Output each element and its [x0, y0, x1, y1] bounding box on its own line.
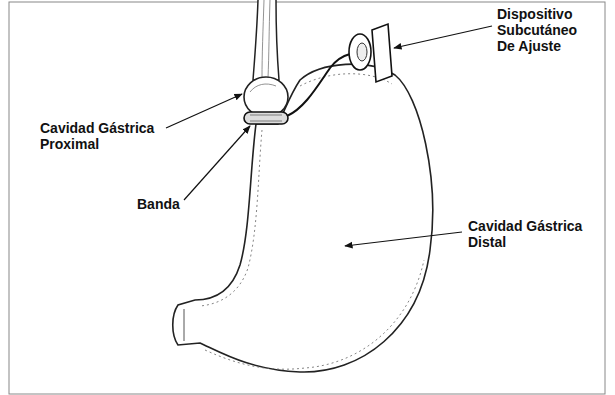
proximal-pouch	[244, 77, 288, 117]
part-label: Cavidad Gástrica Distal	[468, 218, 598, 250]
esophagus-shading	[262, 0, 270, 78]
part-label: Dispositivo Subcutáneo De Ajuste	[497, 6, 597, 54]
leader-line	[345, 232, 462, 246]
greater-curvature-shading	[205, 260, 424, 369]
esophagus	[253, 0, 279, 80]
port-reservoir	[349, 34, 371, 70]
leader-line	[184, 126, 250, 200]
leader-line	[166, 94, 242, 128]
pouch-shading	[250, 84, 276, 92]
part-label: Banda	[137, 196, 197, 212]
leader-line	[394, 26, 492, 48]
gastric-band	[244, 112, 288, 124]
port-base-plate	[372, 24, 392, 82]
frame	[9, 2, 605, 394]
band-shading	[250, 115, 282, 121]
lesser-curvature-shading	[200, 130, 262, 306]
connecting-tube	[287, 54, 350, 116]
pylorus	[184, 309, 185, 341]
port-septum	[357, 43, 367, 61]
stomach-outline	[173, 64, 433, 372]
part-label: Cavidad Gástrica Proximal	[40, 120, 165, 152]
